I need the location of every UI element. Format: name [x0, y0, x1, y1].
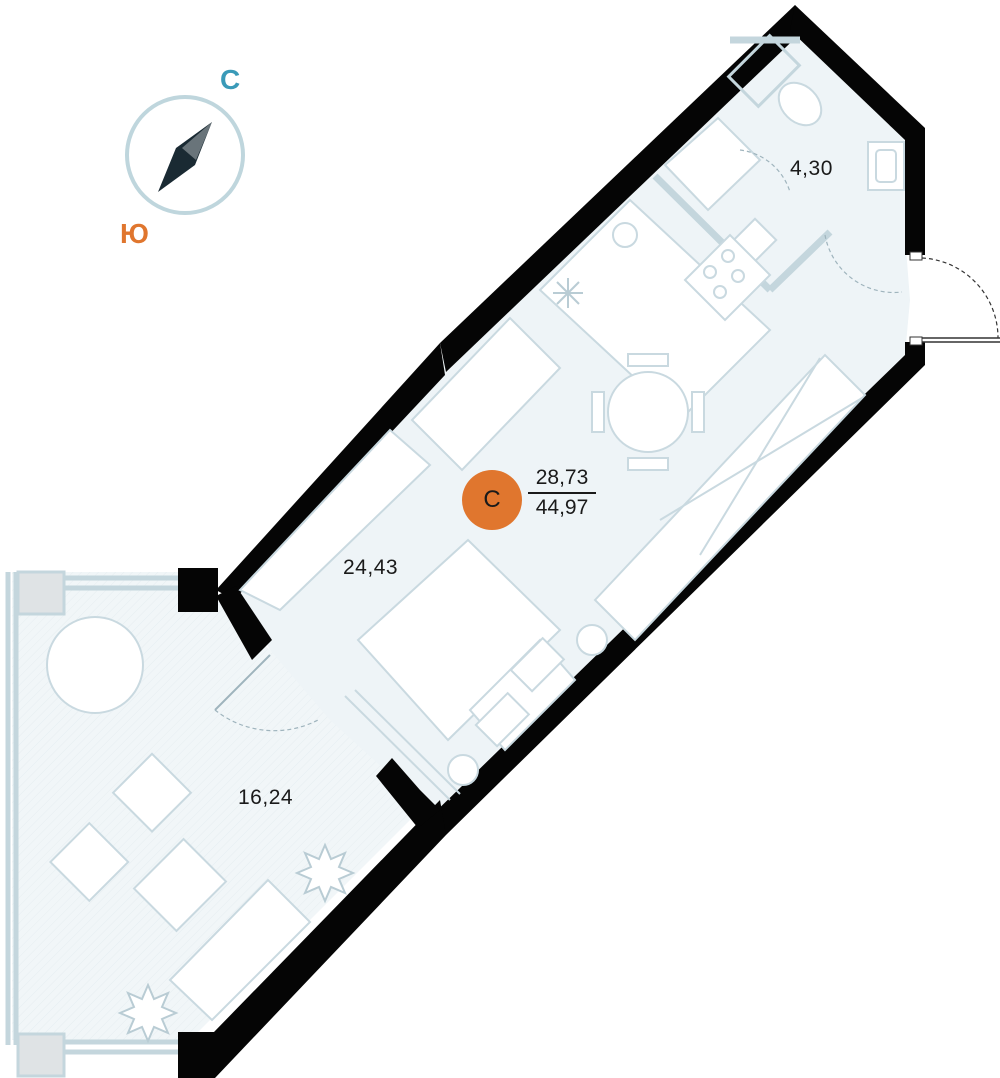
- bathroom-area-label: 4,30: [790, 157, 833, 180]
- entrance-door: [909, 251, 1000, 346]
- compass-needle-icon: [158, 122, 212, 192]
- column-bottom: [16, 1032, 66, 1078]
- compass-north-label: С: [220, 64, 241, 95]
- main-room-area-label: 24,43: [343, 556, 399, 579]
- interior-doors: [214, 149, 903, 732]
- plant-icon: [117, 842, 356, 1044]
- terrace-area-label: 16,24: [238, 786, 294, 809]
- radiator: [344, 689, 461, 801]
- living-area-value: 28,73: [535, 466, 589, 489]
- compass-needle-tip: [182, 122, 212, 160]
- column-top: [16, 570, 66, 616]
- terrace-door-leaf: [214, 654, 271, 711]
- total-area-value: 44,97: [535, 495, 589, 519]
- compass-south-label: Ю: [120, 218, 149, 249]
- area-fraction: 28,73 44,97: [522, 466, 602, 520]
- ventilation-shaft: [726, 33, 802, 109]
- snowflake-icon: [553, 278, 583, 308]
- terrace-window-frame: [5, 572, 178, 1055]
- compass-ring: [125, 95, 245, 215]
- apartment-type-badge: С: [462, 470, 522, 530]
- furniture: [46, 81, 905, 1022]
- fraction-line: [528, 492, 596, 494]
